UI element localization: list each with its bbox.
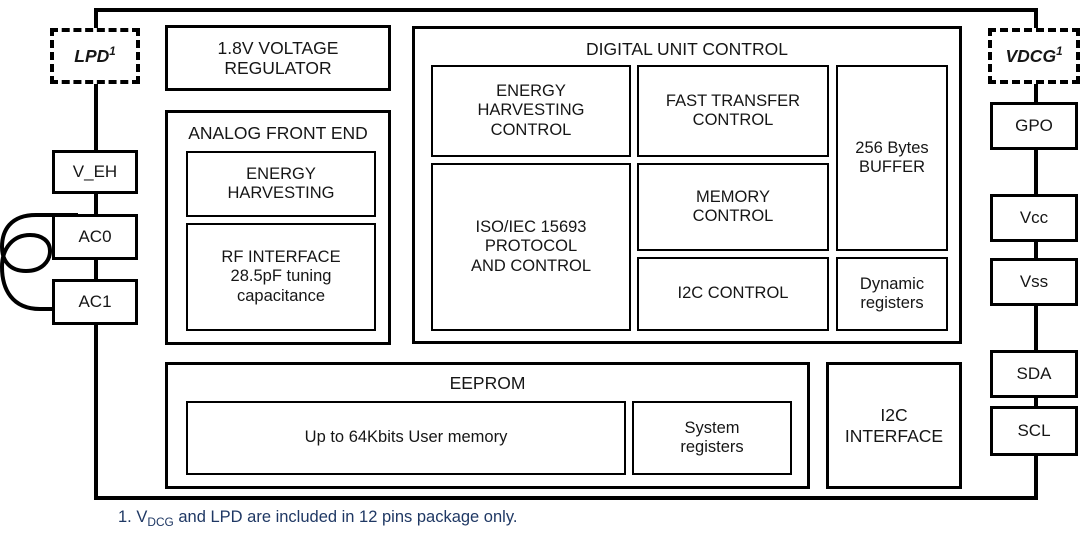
pin-v-eh[interactable]: V_EH [52, 150, 138, 194]
rf-line1: RF INTERFACE [221, 248, 341, 267]
block-iso-protocol-and-control-label: ISO/IEC 15693 PROTOCOL AND CONTROL [471, 218, 591, 275]
pin-vss[interactable]: Vss [990, 258, 1078, 306]
block-voltage-regulator-label: 1.8V VOLTAGE REGULATOR [218, 38, 339, 79]
pin-v-eh-label: V_EH [72, 162, 118, 182]
pin-ac1-label: AC1 [78, 292, 112, 312]
wire-sda-to-scl [1034, 396, 1038, 410]
block-dynamic-registers[interactable]: Dynamic registers [836, 257, 948, 331]
block-i2c-interface[interactable]: I2C INTERFACE [826, 362, 962, 489]
pin-sda-label: SDA [1016, 364, 1052, 384]
wire-top-left-drop [94, 8, 98, 38]
pin-sda[interactable]: SDA [990, 350, 1078, 398]
pin-vdcg[interactable]: VDCG1 [988, 28, 1080, 84]
pin-ac0[interactable]: AC0 [52, 214, 138, 260]
block-rf-interface-label: RF INTERFACE 28.5pF tuning capacitance [221, 248, 340, 305]
block-memory-control[interactable]: MEMORY CONTROL [637, 163, 829, 251]
footnote-symbol: VDCG [136, 508, 174, 529]
sysreg-line1: System [684, 418, 740, 437]
wire-veh-to-ac0 [94, 192, 98, 214]
block-system-registers-label: System registers [680, 419, 743, 457]
pin-vdcg-footnote-marker: 1 [1056, 46, 1063, 59]
wire-ac0-to-ac1 [94, 258, 98, 280]
block-buffer-label: 256 Bytes BUFFER [855, 139, 928, 177]
pin-vcc-label: Vcc [1019, 208, 1049, 228]
pin-lpd[interactable]: LPD1 [50, 28, 140, 84]
wire-top-bus [94, 8, 1038, 12]
footnote-symbol-subscript: DCG [147, 515, 174, 529]
i2ci-line2: INTERFACE [844, 425, 944, 446]
wire-vdcg-to-gpo [1034, 82, 1038, 104]
block-system-registers[interactable]: System registers [632, 401, 792, 475]
group-digital-unit-control[interactable]: DIGITAL UNIT CONTROL ENERGY HARVESTING C… [412, 26, 962, 344]
mc-line1: MEMORY [696, 187, 770, 206]
block-memory-control-label: MEMORY CONTROL [693, 188, 774, 226]
ehc-line1: ENERGY [496, 82, 566, 101]
rf-line3: capacitance [236, 286, 326, 305]
block-energy-harvesting-control-label: ENERGY HARVESTING CONTROL [478, 82, 585, 139]
block-i2c-interface-label: I2C INTERFACE [845, 405, 943, 446]
pin-gpo-label: GPO [1015, 116, 1053, 136]
block-user-memory-label: Up to 64Kbits User memory [304, 428, 508, 447]
group-eeprom-title: EEPROM [449, 373, 526, 393]
pin-scl[interactable]: SCL [990, 406, 1078, 456]
wire-lpd-to-veh [94, 82, 98, 152]
wire-scl-to-bottom [1034, 454, 1038, 500]
group-digital-unit-control-title: DIGITAL UNIT CONTROL [586, 39, 788, 59]
ehc-line2: HARVESTING [477, 101, 585, 120]
block-energy-harvesting-label: ENERGY HARVESTING [228, 165, 335, 203]
block-i2c-control[interactable]: I2C CONTROL [637, 257, 829, 331]
block-user-memory[interactable]: Up to 64Kbits User memory [186, 401, 626, 475]
buf-line2: BUFFER [858, 158, 925, 176]
ftc-line2: CONTROL [692, 111, 774, 129]
block-rf-interface[interactable]: RF INTERFACE 28.5pF tuning capacitance [186, 223, 376, 331]
dyn-line1: Dynamic [859, 274, 925, 293]
wire-vss-to-sda [1034, 304, 1038, 352]
wire-gpo-to-vcc [1034, 148, 1038, 196]
block-fast-transfer-control[interactable]: FAST TRANSFER CONTROL [637, 65, 829, 157]
ehc-line3: CONTROL [490, 120, 572, 139]
pin-gpo[interactable]: GPO [990, 102, 1078, 150]
block-iso-protocol-and-control[interactable]: ISO/IEC 15693 PROTOCOL AND CONTROL [431, 163, 631, 331]
ftc-line1: FAST TRANSFER [665, 91, 801, 110]
vr-line2: REGULATOR [224, 58, 332, 78]
dyn-line2: registers [860, 294, 924, 312]
group-analog-front-end[interactable]: ANALOG FRONT END ENERGY HARVESTING RF IN… [165, 110, 391, 345]
wire-vcc-to-vss [1034, 240, 1038, 260]
block-fast-transfer-control-label: FAST TRANSFER CONTROL [666, 92, 800, 130]
eh-line2: HARVESTING [227, 184, 335, 202]
block-voltage-regulator[interactable]: 1.8V VOLTAGE REGULATOR [165, 25, 391, 91]
footnote: 1. VDCG and LPD are included in 12 pins … [118, 508, 518, 529]
pin-ac0-label: AC0 [78, 227, 112, 247]
group-analog-front-end-title: ANALOG FRONT END [188, 123, 368, 143]
sysreg-line2: registers [680, 438, 744, 456]
pin-lpd-footnote-marker: 1 [109, 46, 116, 59]
pin-vdcg-label: VDCG1 [1005, 45, 1063, 66]
pin-ac1[interactable]: AC1 [52, 279, 138, 325]
pin-scl-label: SCL [1017, 421, 1051, 441]
pin-vss-label: Vss [1019, 272, 1049, 292]
pin-lpd-label: LPD1 [74, 45, 116, 66]
block-dynamic-registers-label: Dynamic registers [860, 275, 924, 313]
block-energy-harvesting[interactable]: ENERGY HARVESTING [186, 151, 376, 217]
i2ci-line1: I2C [880, 405, 908, 426]
block-energy-harvesting-control[interactable]: ENERGY HARVESTING CONTROL [431, 65, 631, 157]
iso-line2: PROTOCOL [484, 237, 578, 256]
eh-line1: ENERGY [246, 164, 316, 183]
wire-ac1-to-bottom [94, 322, 98, 500]
buf-line1: 256 Bytes [855, 138, 929, 157]
group-eeprom[interactable]: EEPROM Up to 64Kbits User memory System … [165, 362, 810, 489]
wire-bottom-bus [94, 496, 1038, 500]
footnote-marker: 1. [118, 508, 132, 526]
iso-line1: ISO/IEC 15693 [475, 218, 587, 237]
vr-line1: 1.8V VOLTAGE [217, 37, 339, 58]
block-buffer[interactable]: 256 Bytes BUFFER [836, 65, 948, 251]
rf-line2: 28.5pF tuning [230, 267, 332, 286]
footnote-text: and LPD are included in 12 pins package … [173, 508, 518, 526]
wire-top-right-drop [1034, 8, 1038, 38]
pin-vcc[interactable]: Vcc [990, 194, 1078, 242]
block-i2c-control-label: I2C CONTROL [677, 284, 789, 303]
antenna-coil-icon [0, 213, 78, 311]
mc-line2: CONTROL [692, 207, 774, 225]
iso-line3: AND CONTROL [470, 256, 592, 275]
